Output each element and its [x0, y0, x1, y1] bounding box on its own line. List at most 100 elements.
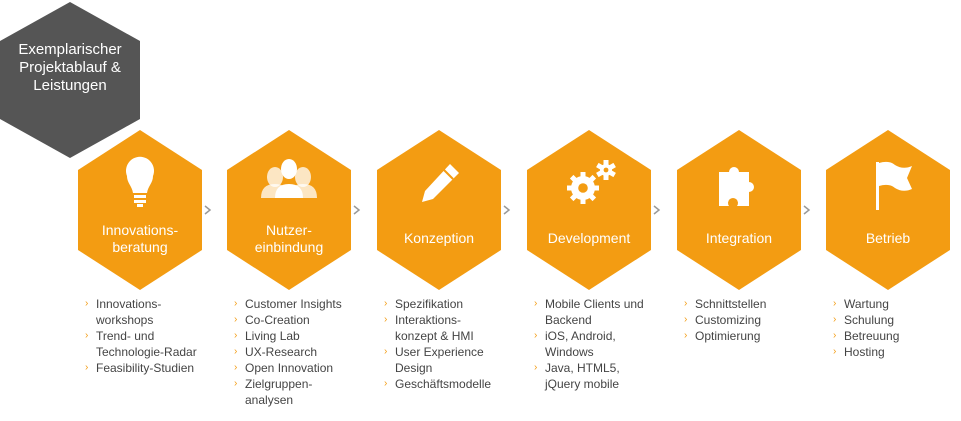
bullet-icon: ›	[833, 346, 837, 357]
bullet-icon: ›	[384, 378, 388, 389]
service-item-text: Schnittstellen	[695, 297, 767, 311]
stage-service-list: › Schnittstellen › Customizing › Optimierung	[684, 296, 824, 344]
service-item-text: Customer Insights	[245, 297, 342, 311]
stage-title: Betrieb	[865, 230, 911, 246]
service-item: › Wartung	[833, 296, 961, 312]
service-item-text: Zielgruppen- analysen	[245, 377, 313, 407]
service-item: › Interaktions- konzept & HMI	[384, 312, 524, 344]
service-item-text: Feasibility-Studien	[96, 361, 195, 375]
service-item-text: Open Innovation	[245, 361, 334, 375]
diagram-title: Exemplarischer Projektablauf & Leistunge…	[18, 41, 122, 94]
service-item-text: Hosting	[844, 345, 885, 359]
service-item: › Customizing	[684, 312, 824, 328]
title-hexagon	[0, 2, 140, 158]
bullet-icon: ›	[833, 298, 837, 309]
service-item: › iOS, Android, Windows	[534, 328, 674, 360]
service-item: › Co-Creation	[234, 312, 374, 328]
service-item: › Optimierung	[684, 328, 824, 344]
pencil-icon	[422, 164, 459, 202]
service-item: › Spezifikation	[384, 296, 524, 312]
service-item: › Feasibility-Studien	[85, 360, 225, 376]
service-item-text: iOS, Android, Windows	[545, 329, 616, 359]
bullet-icon: ›	[833, 330, 837, 341]
stage-hexagon	[826, 130, 950, 290]
bullet-icon: ›	[534, 298, 538, 309]
lightbulb-icon	[126, 156, 154, 207]
service-item: › Mobile Clients und Backend	[534, 296, 674, 328]
service-item: › Hosting	[833, 344, 961, 360]
stage-title: Nutzer- einbindung	[254, 222, 324, 255]
stage-service-list: › Spezifikation › Interaktions- konzept & H…	[384, 296, 524, 392]
chevron-right-icon	[803, 205, 811, 215]
service-item: › Customer Insights	[234, 296, 374, 312]
service-item-text: Spezifikation	[395, 297, 464, 311]
stage-title: Innovations- beratung	[101, 222, 179, 255]
stage-service-list: › Wartung › Schulung › Betreuung › Hosting	[833, 296, 961, 360]
bullet-icon: ›	[534, 362, 538, 373]
stage-title: Konzeption	[403, 230, 475, 246]
stage-service-list: › Mobile Clients und Backend › iOS, Android…	[534, 296, 674, 392]
service-item-text: Wartung	[844, 297, 889, 311]
service-item-text: Betreuung	[844, 329, 900, 343]
service-item: › Innovations- workshops	[85, 296, 225, 328]
service-item: › Living Lab	[234, 328, 374, 344]
stage-hexagon	[227, 130, 351, 290]
service-item: › Trend- und Technologie-Radar	[85, 328, 225, 360]
stage-hexagon	[78, 130, 202, 290]
service-item-text: Co-Creation	[245, 313, 310, 327]
bullet-icon: ›	[384, 298, 388, 309]
bullet-icon: ›	[234, 378, 238, 389]
bullet-icon: ›	[85, 362, 89, 373]
stage-hexagon	[527, 130, 651, 290]
service-item: › Schulung	[833, 312, 961, 328]
bullet-icon: ›	[234, 330, 238, 341]
service-item-text: Optimierung	[695, 329, 761, 343]
bullet-icon: ›	[534, 330, 538, 341]
flag-icon	[876, 161, 912, 210]
service-item-text: UX-Research	[245, 345, 318, 359]
service-item-text: Java, HTML5, jQuery mobile	[545, 361, 620, 391]
bullet-icon: ›	[234, 314, 238, 325]
service-item-text: Mobile Clients und Backend	[545, 297, 644, 327]
service-item-text: Trend- und Technologie-Radar	[96, 329, 197, 359]
bullet-icon: ›	[85, 330, 89, 341]
service-item: › Schnittstellen	[684, 296, 824, 312]
bullet-icon: ›	[384, 346, 388, 357]
chevron-right-icon	[353, 205, 361, 215]
chevron-right-icon	[653, 205, 661, 215]
chevron-right-icon	[204, 205, 212, 215]
service-item: ›Geschäftsmodelle	[384, 376, 524, 392]
service-item-text: User Experience Design	[395, 345, 484, 375]
service-item: › Java, HTML5, jQuery mobile	[534, 360, 674, 392]
puzzle-icon	[719, 167, 754, 206]
service-item-text: Customizing	[695, 313, 762, 327]
service-item: › Betreuung	[833, 328, 961, 344]
bullet-icon: ›	[85, 298, 89, 309]
service-item-text: Living Lab	[245, 329, 300, 343]
service-item: › Zielgruppen- analysen	[234, 376, 374, 408]
chevron-right-icon	[503, 205, 511, 215]
bullet-icon: ›	[234, 298, 238, 309]
bullet-icon: ›	[833, 314, 837, 325]
service-item-text: Schulung	[844, 313, 895, 327]
stage-service-list: › Customer Insights › Co-Creation › Living La…	[234, 296, 374, 408]
stage-hexagon	[377, 130, 501, 290]
service-item: › User Experience Design	[384, 344, 524, 376]
bullet-icon: ›	[684, 298, 688, 309]
bullet-icon: ›	[684, 314, 688, 325]
service-item: ›UX-Research	[234, 344, 374, 360]
bullet-icon: ›	[684, 330, 688, 341]
bullet-icon: ›	[234, 362, 238, 373]
gears-icon	[567, 160, 616, 204]
service-item: › Open Innovation	[234, 360, 374, 376]
stage-hexagon	[677, 130, 801, 290]
bullet-icon: ›	[384, 314, 388, 325]
service-item-text: Interaktions- konzept & HMI	[395, 313, 474, 343]
stage-service-list: › Innovations- workshops › Trend- und Techn…	[85, 296, 225, 376]
service-item-text: Innovations- workshops	[96, 297, 162, 327]
stage-title: Development	[547, 230, 631, 246]
users-icon	[261, 159, 317, 198]
stage-title: Integration	[705, 230, 773, 246]
